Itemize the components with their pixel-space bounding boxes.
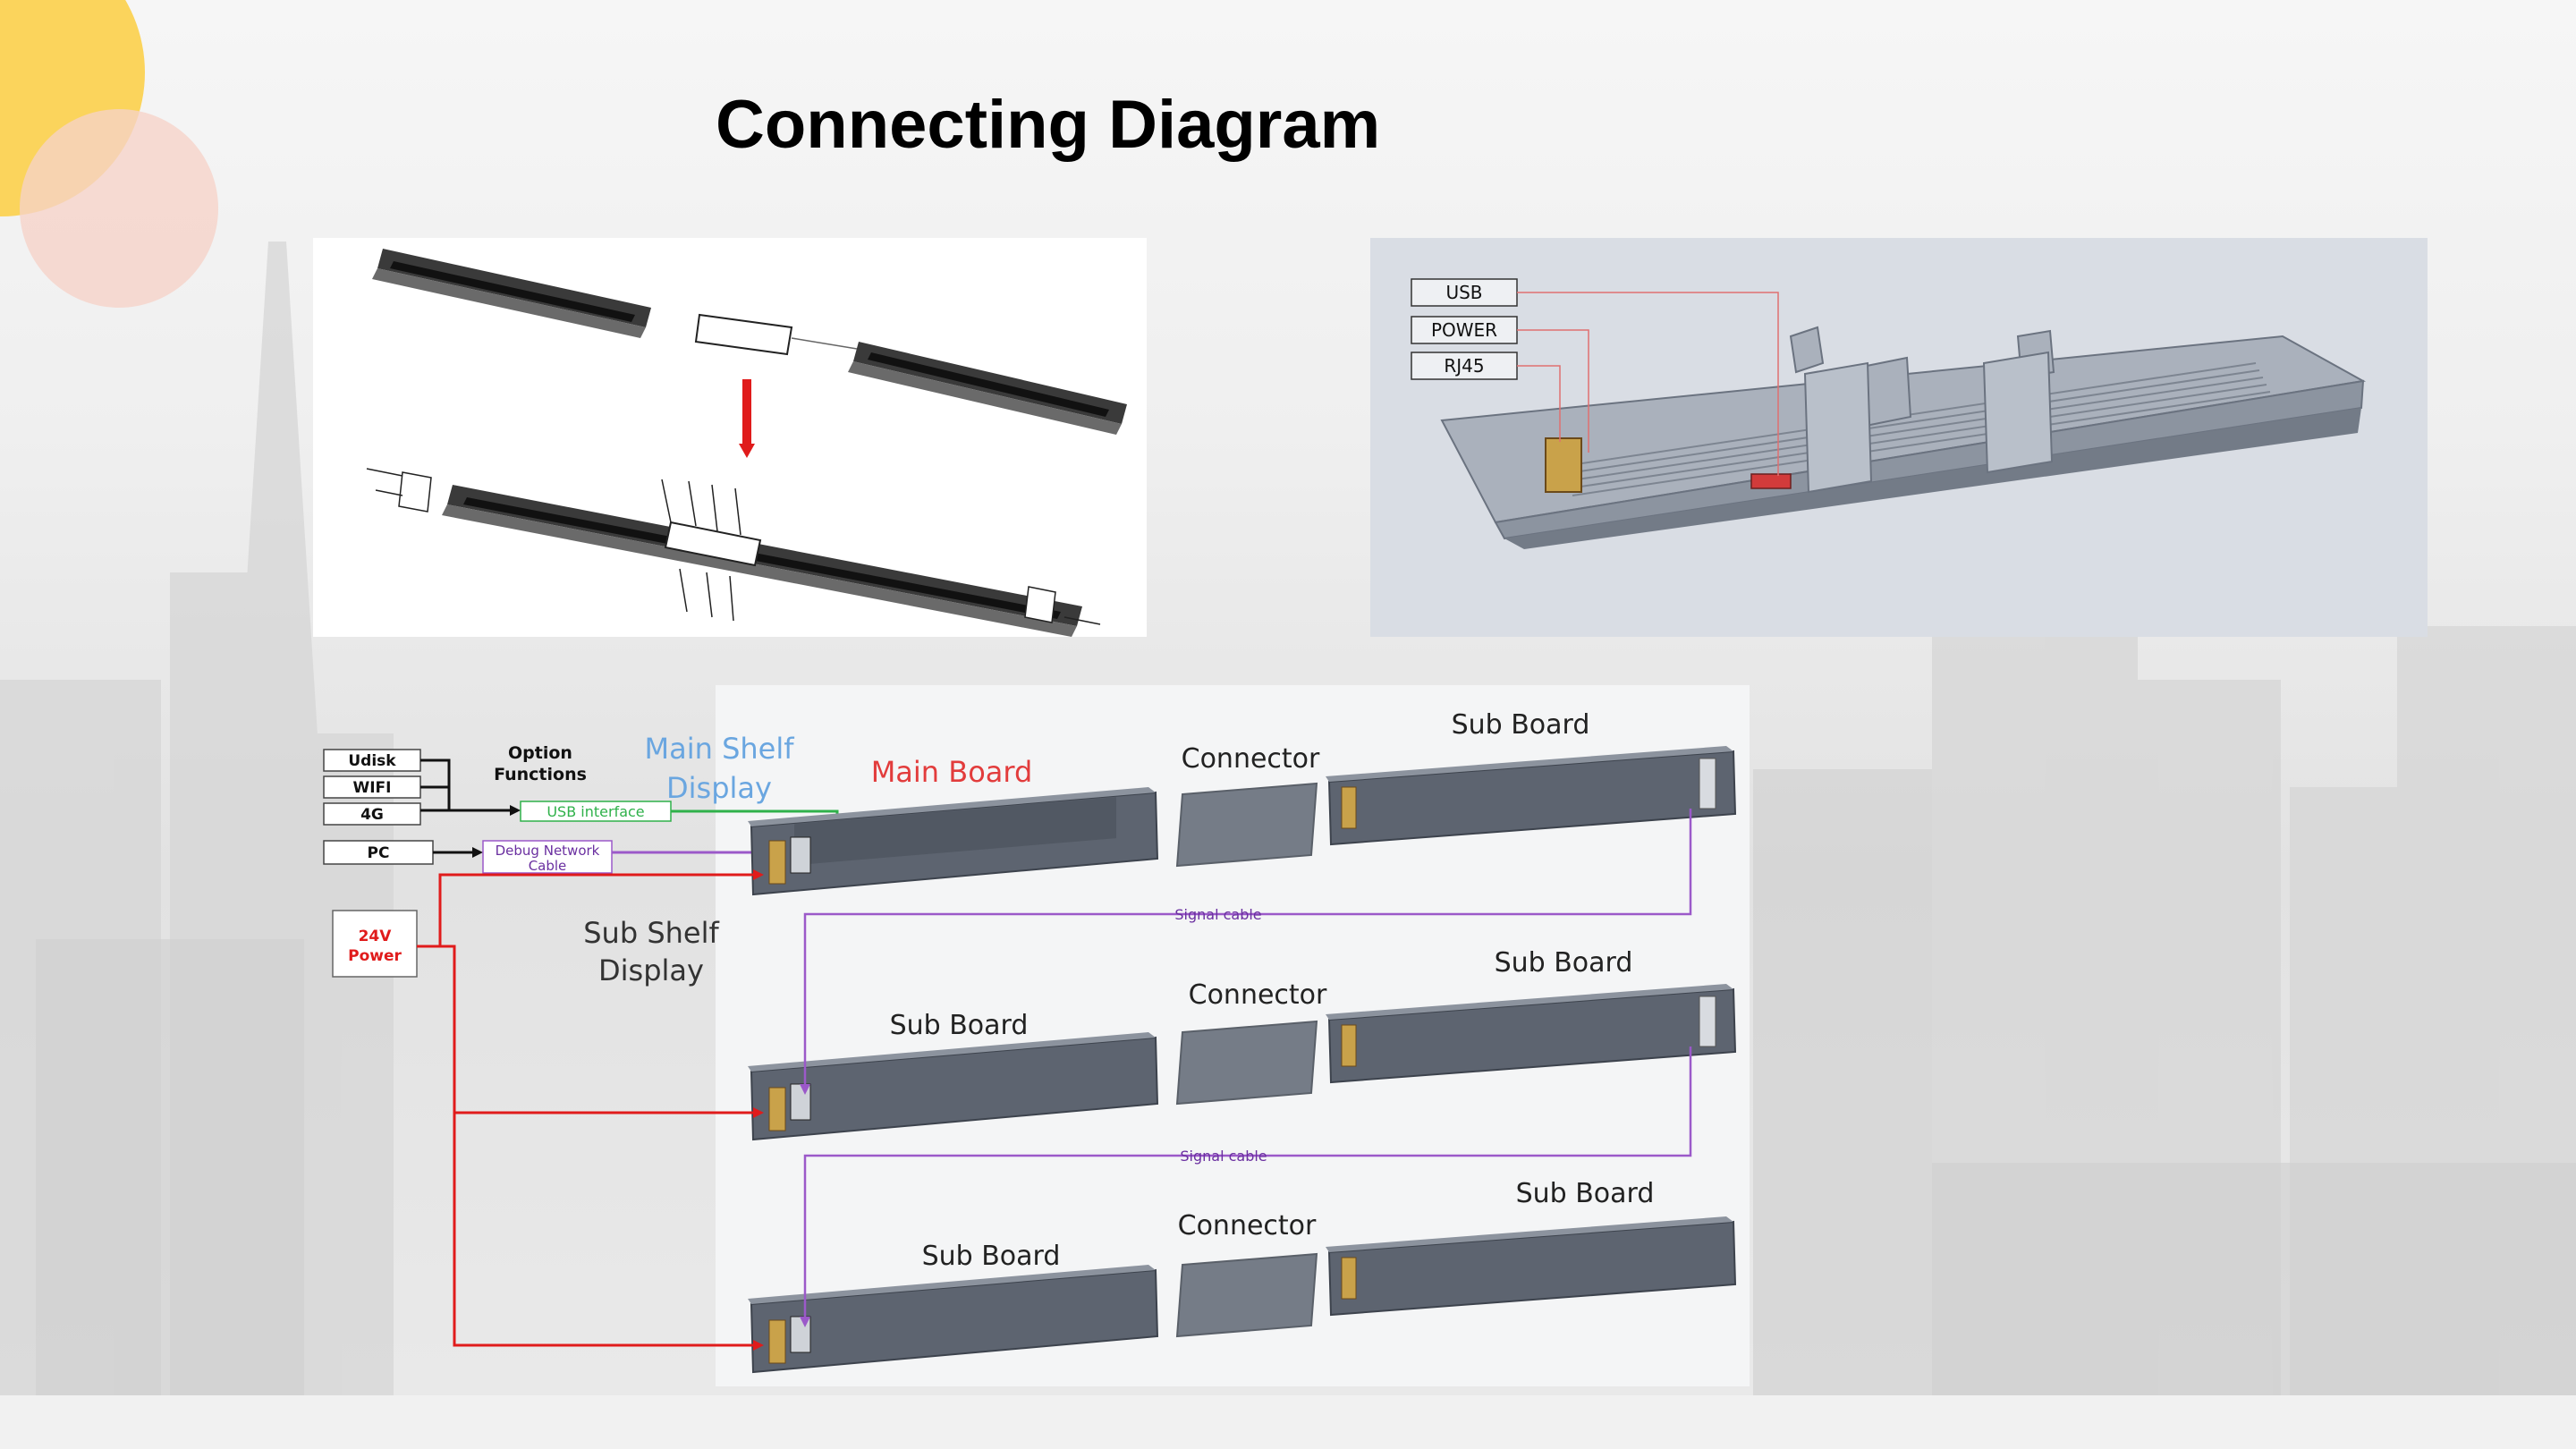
- input-box-power: 24V Power: [332, 910, 418, 978]
- sub-shelf-label-line2: Display: [598, 953, 704, 987]
- input-box-pc: PC: [323, 840, 434, 865]
- main-board-label: Main Board: [871, 755, 1033, 789]
- lower-assembled-rail: [398, 471, 1082, 637]
- option-functions-label-line1: Option: [508, 743, 572, 763]
- connector-label-3: Connector: [1178, 1210, 1317, 1241]
- port-label-rj45-text: RJ45: [1444, 355, 1484, 377]
- main-shelf-label-line2: Display: [666, 771, 772, 805]
- power-cables: [417, 873, 753, 1347]
- main-shelf-label-line1: Main Shelf: [645, 732, 795, 766]
- wifi-label: WIFI: [352, 779, 391, 797]
- power-label-line2: Power: [348, 947, 402, 965]
- usb-interface-box: USB interface: [520, 801, 672, 822]
- page-title: Connecting Diagram: [716, 87, 1381, 163]
- signal-cable-label-2: Signal cable: [1180, 1148, 1267, 1165]
- sub-board-4: [748, 1265, 1159, 1374]
- usb-interface-label: USB interface: [547, 803, 644, 820]
- 4g-label: 4G: [360, 806, 384, 824]
- sub-board-5: [1326, 1216, 1737, 1317]
- connector-label-2: Connector: [1189, 979, 1327, 1011]
- main-board: [748, 787, 1159, 896]
- signal-cable-label-1: Signal cable: [1174, 906, 1261, 923]
- option-functions-label-line2: Functions: [494, 765, 587, 784]
- connector-block-3: [1175, 1252, 1318, 1338]
- input-box-udisk: Udisk: [323, 749, 421, 772]
- ports-figure: USB POWER RJ45: [1370, 238, 2428, 637]
- sub-board-2: [748, 1032, 1159, 1141]
- port-label-usb-text: USB: [1445, 282, 1482, 303]
- sub-board-1: [1326, 746, 1737, 846]
- input-wiring: [420, 758, 510, 854]
- upper-right-rail: [848, 342, 1127, 435]
- port-label-power: POWER: [1411, 316, 1518, 344]
- power-label-line1: 24V: [359, 928, 393, 945]
- upper-connector-box: [694, 313, 793, 356]
- port-label-rj45: RJ45: [1411, 352, 1518, 380]
- decorative-pink-circle: [20, 109, 218, 308]
- input-box-4g: 4G: [323, 802, 421, 826]
- pc-label: PC: [368, 844, 390, 862]
- sub-board-3: [1326, 984, 1737, 1084]
- assembly-arrow-icon: [739, 379, 755, 458]
- port-label-power-text: POWER: [1431, 319, 1497, 341]
- ports-rail: [1440, 326, 2367, 549]
- connector-label-1: Connector: [1182, 743, 1320, 775]
- debug-cable-label-line1: Debug Network: [496, 843, 600, 859]
- sub-shelf-label-line1: Sub Shelf: [583, 916, 719, 950]
- port-label-usb: USB: [1411, 278, 1518, 307]
- signal-cables: [803, 809, 1692, 1322]
- upper-left-rail: [372, 249, 651, 338]
- port-leader-lines: [1517, 292, 1779, 476]
- input-box-wifi: WIFI: [323, 775, 421, 799]
- wiring-diagram: Udisk WIFI 4G PC 24V Power Option Functi…: [323, 685, 1750, 1386]
- udisk-label: Udisk: [348, 752, 396, 770]
- connector-block-1: [1175, 782, 1318, 868]
- sub-board-label-1: Sub Board: [1452, 709, 1590, 741]
- sub-board-label-5: Sub Board: [1516, 1178, 1655, 1209]
- sub-board-label-3: Sub Board: [1495, 947, 1633, 979]
- sub-board-label-2: Sub Board: [890, 1010, 1029, 1041]
- connector-block-2: [1175, 1020, 1318, 1106]
- assembly-figure: [313, 238, 1147, 637]
- sub-board-label-4: Sub Board: [922, 1241, 1061, 1272]
- debug-cable-label-line2: Cable: [529, 858, 567, 874]
- debug-cable-box: Debug Network Cable: [482, 840, 613, 874]
